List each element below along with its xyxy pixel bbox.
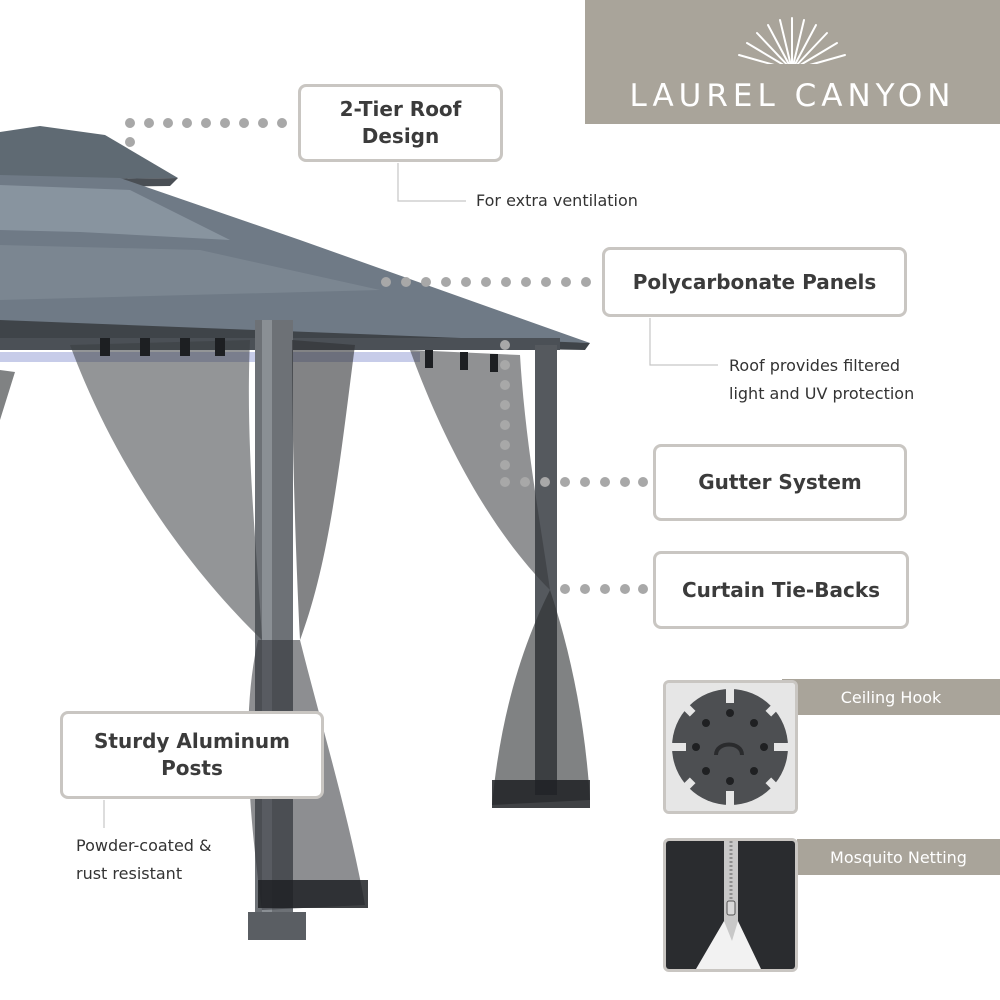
- ceiling-hook-label: Ceiling Hook: [782, 679, 1000, 715]
- brand-name: LAUREL CANYON: [629, 78, 956, 114]
- sunburst-logo-icon: [725, 17, 860, 72]
- curtain-right: [410, 350, 550, 590]
- callout-curtain-tie-backs: Curtain Tie-Backs: [653, 551, 909, 629]
- posts-detail: Powder-coated & rust resistant: [76, 836, 212, 883]
- zipper-icon: [666, 841, 795, 969]
- roof-detail: For extra ventilation: [476, 191, 638, 210]
- ceiling-hook-thumbnail: [663, 680, 798, 814]
- mosquito-netting-label: Mosquito Netting: [797, 839, 1000, 875]
- mosquito-netting-thumbnail: [663, 838, 798, 972]
- panels-detail: Roof provides filtered light and UV prot…: [729, 356, 915, 403]
- callout-gutter-system: Gutter System: [653, 444, 907, 521]
- ceiling-hook-icon: [666, 683, 795, 811]
- brand-banner: LAUREL CANYON: [585, 0, 1000, 124]
- upper-roof: [0, 126, 178, 180]
- callout-polycarbonate-panels: Polycarbonate Panels: [602, 247, 907, 317]
- curtain-left: [70, 340, 262, 640]
